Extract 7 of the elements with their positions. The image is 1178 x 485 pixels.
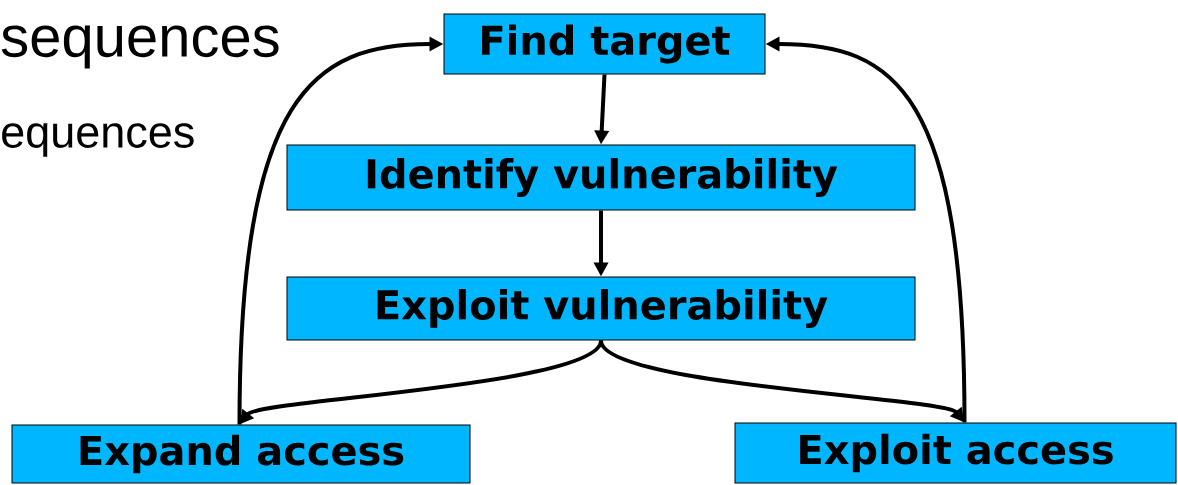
- text-label: equences: [2, 123, 194, 157]
- text-label: sequences: [1, 25, 279, 69]
- process-box: Identify vulnerability: [286, 144, 916, 211]
- process-box: Exploit vulnerability: [286, 276, 916, 341]
- process-box: Exploit access: [734, 422, 1177, 484]
- process-box: Find target: [443, 13, 766, 75]
- process-box: Expand access: [11, 424, 471, 484]
